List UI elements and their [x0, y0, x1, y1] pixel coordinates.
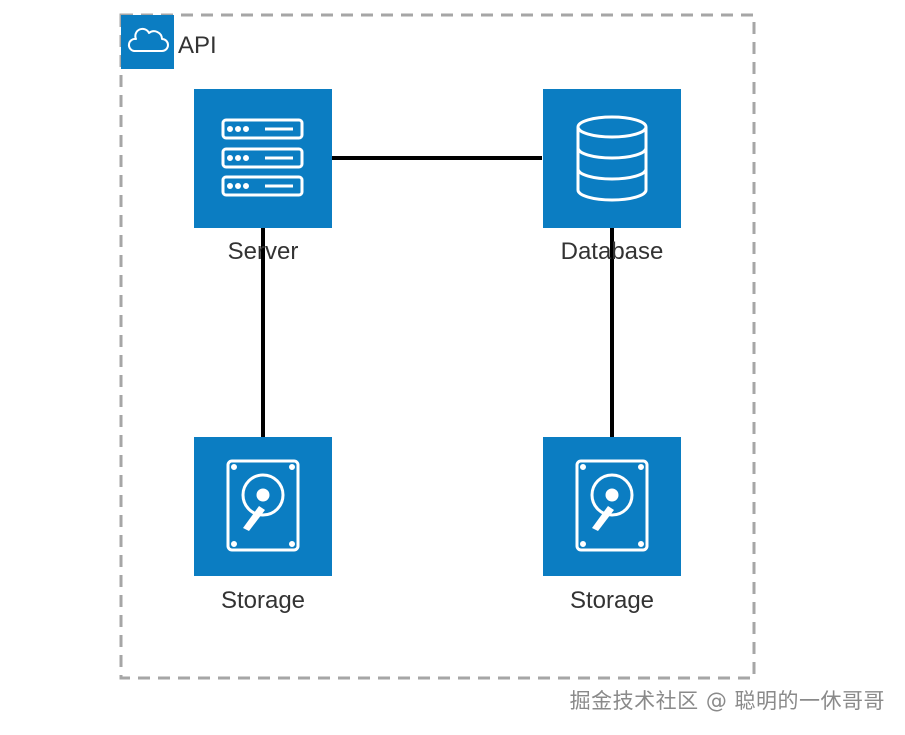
server-node[interactable] — [194, 89, 332, 228]
watermark: 掘金技术社区 @ 聪明的一休哥哥 — [569, 689, 885, 713]
database-cylinder-icon — [576, 115, 648, 202]
storage-node-left[interactable] — [194, 437, 332, 576]
group-title: API — [178, 32, 217, 59]
server-label: Server — [227, 238, 299, 265]
server-rack-icon — [221, 118, 304, 197]
storage-node-right[interactable] — [543, 437, 681, 576]
api-group-boundary — [119, 13, 756, 680]
storage-label-right: Storage — [569, 587, 655, 614]
storage-label-left: Storage — [220, 587, 306, 614]
database-node[interactable] — [543, 89, 681, 228]
cloud-icon — [121, 15, 174, 69]
hard-drive-icon — [575, 459, 649, 552]
database-label: Database — [560, 238, 664, 265]
hard-drive-icon — [226, 459, 300, 552]
